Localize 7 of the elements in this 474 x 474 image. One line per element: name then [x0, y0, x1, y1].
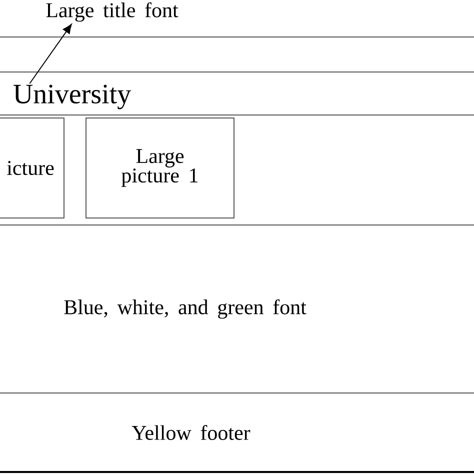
picture-box: icture [0, 118, 64, 218]
footer-band: Yellow footer [0, 425, 474, 473]
callout-text: Large title font [46, 2, 178, 22]
content-band: Blue, white, and green font [0, 224, 474, 394]
picture-box: Large picture 1 [86, 118, 234, 218]
title-text: University [13, 84, 131, 110]
arrow [29, 24, 72, 84]
